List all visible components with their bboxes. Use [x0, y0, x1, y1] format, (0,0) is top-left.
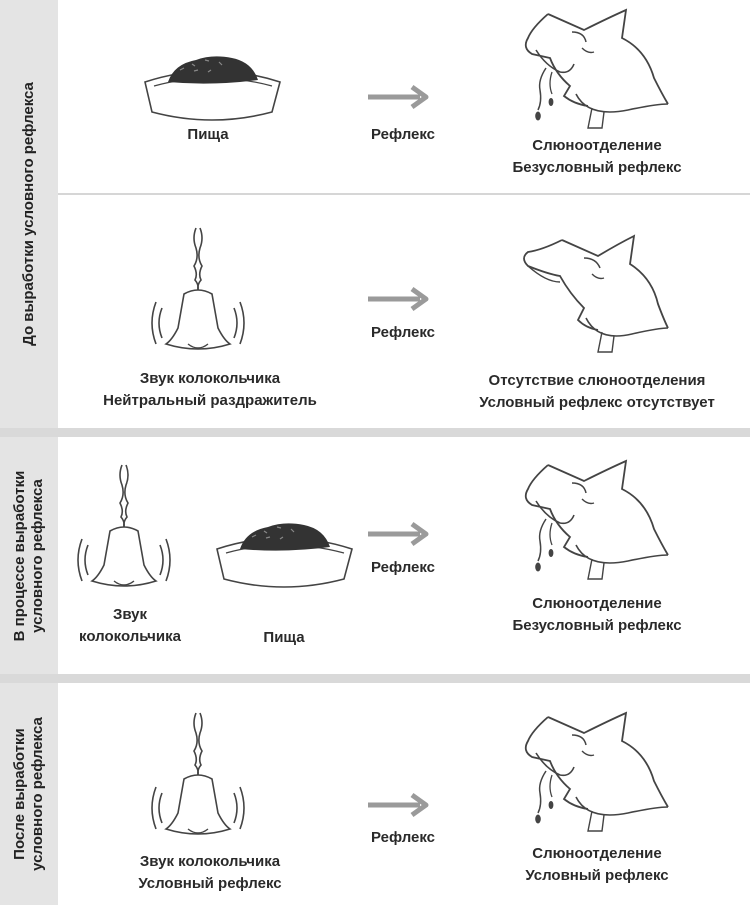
section-gap: [0, 674, 750, 683]
section-before-sidebar: До выработки условного рефлекса: [0, 0, 58, 428]
arrow-label: Рефлекс: [370, 559, 436, 576]
stimulus-label: Звук колокольчика Условный рефлекс: [138, 853, 282, 892]
arrow-icon: [368, 522, 428, 546]
section-after-label: После выработки условного рефлекса: [11, 717, 46, 871]
response-label: Слюноотделение Безусловный рефлекс: [512, 595, 682, 634]
dog-salivating-icon: [524, 712, 669, 832]
arrow-label: Рефлекс: [370, 126, 436, 143]
dog-salivating-icon: [524, 9, 669, 129]
section-after: После выработки условного рефлекса Звук …: [0, 683, 750, 905]
food-bowl-icon: [216, 522, 353, 588]
bell-ringing-icon: [151, 227, 245, 350]
section-during-sidebar: В процессе выработки условного рефлекса: [0, 437, 58, 674]
arrow-icon: [368, 287, 428, 311]
stimulus-label: Звук колокольчика Нейтральный раздражите…: [103, 370, 317, 409]
dog-salivating-icon: [524, 460, 669, 580]
arrow-icon: [368, 793, 428, 817]
section-during-label: В процессе выработки условного рефлекса: [11, 470, 46, 641]
section-before: До выработки условного рефлекса Пища Реф…: [0, 0, 750, 428]
arrow-label: Рефлекс: [370, 324, 436, 341]
section-after-sidebar: После выработки условного рефлекса: [0, 683, 58, 905]
row-divider: [58, 193, 750, 195]
bell-ringing-icon: [77, 464, 171, 587]
arrow-icon: [368, 85, 428, 109]
response-label: Отсутствие слюноотделения Условный рефле…: [479, 372, 715, 411]
section-during: В процессе выработки условного рефлекса …: [0, 437, 750, 674]
food-bowl-icon: [144, 55, 281, 121]
response-label: Слюноотделение Безусловный рефлекс: [512, 137, 682, 176]
stimulus-bell-label: Звук колокольчика: [79, 606, 181, 645]
stimulus-label: Пища: [187, 126, 229, 143]
arrow-label: Рефлекс: [370, 829, 436, 846]
response-label: Слюноотделение Условный рефлекс: [525, 845, 669, 884]
dog-neutral-icon: [523, 235, 669, 353]
section-before-label: До выработки условного рефлекса: [20, 82, 37, 346]
stimulus-food-label: Пища: [263, 629, 305, 646]
section-gap: [0, 428, 750, 437]
bell-ringing-icon: [151, 712, 245, 835]
